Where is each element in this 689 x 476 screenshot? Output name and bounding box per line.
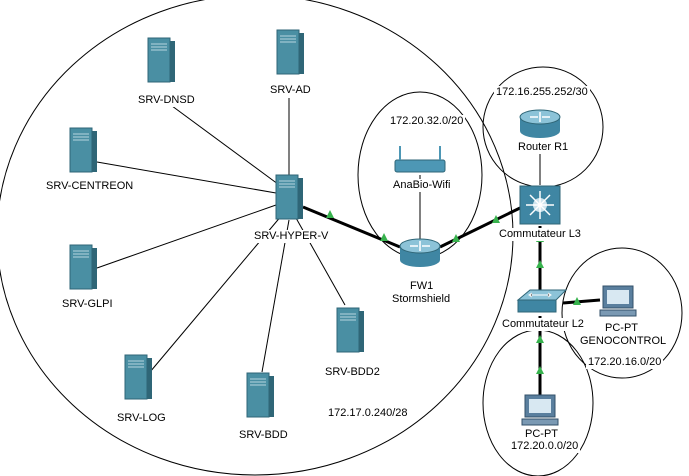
srv-dnsd-label: SRV-DNSD bbox=[136, 94, 197, 107]
router-r1-icon[interactable] bbox=[519, 109, 561, 138]
srv-ad-icon[interactable] bbox=[276, 29, 305, 75]
fw1-label-line2: Stormshield bbox=[390, 293, 453, 306]
srv-ad-label: SRV-AD bbox=[268, 84, 313, 97]
link-up-indicator bbox=[573, 297, 581, 305]
pc-network-label: 172.20.0.0/20 bbox=[509, 440, 581, 453]
link-up-indicator bbox=[326, 210, 334, 218]
geno-network-label: 172.20.16.0/20 bbox=[586, 356, 664, 369]
pc-geno-label-line2: GENOCONTROL bbox=[578, 335, 669, 348]
srv-glpi-icon[interactable] bbox=[69, 244, 98, 290]
link-up-indicator bbox=[380, 233, 388, 241]
srv-bdd-label: SRV-BDD bbox=[237, 429, 290, 442]
srv-bdd2-label: SRV-BDD2 bbox=[323, 366, 382, 379]
link-hyperv-glpi bbox=[96, 204, 277, 269]
switch-l2-icon[interactable] bbox=[516, 289, 568, 313]
srv-centreon-icon[interactable] bbox=[69, 127, 98, 173]
fw1-router-icon[interactable] bbox=[399, 238, 441, 267]
router-r1-label: Router R1 bbox=[516, 141, 571, 154]
srv-bdd2-icon[interactable] bbox=[336, 307, 365, 353]
srv-glpi-label: SRV-GLPI bbox=[60, 298, 115, 311]
srv-hyperv-icon[interactable] bbox=[275, 174, 304, 220]
srv-bdd-icon[interactable] bbox=[246, 372, 275, 418]
switch-l3-label: Commutateur L3 bbox=[497, 228, 583, 241]
srv-centreon-label: SRV-CENTREON bbox=[44, 180, 136, 193]
geno-zone-ellipse bbox=[561, 247, 683, 379]
link-up-indicator bbox=[536, 260, 544, 268]
router-network-label: 172.16.255.252/30 bbox=[494, 86, 590, 99]
srv-dnsd-icon[interactable] bbox=[147, 37, 176, 83]
wifi-network-label: 172.20.32.0/20 bbox=[388, 115, 466, 128]
fw1-label-line1: FW1 bbox=[408, 280, 436, 293]
server-network-label: 172.17.0.240/28 bbox=[326, 407, 410, 420]
link-l2-geno bbox=[562, 298, 601, 305]
pc-genocontrol-icon[interactable] bbox=[599, 285, 637, 317]
link-up-indicator bbox=[452, 234, 460, 242]
link-up-indicator bbox=[492, 215, 500, 223]
switch-l3-icon[interactable] bbox=[519, 185, 561, 225]
pc-bottom-label: PC-PT bbox=[523, 428, 560, 441]
link-hyperv-centreon bbox=[96, 161, 277, 194]
srv-log-icon[interactable] bbox=[124, 354, 153, 400]
pc-bottom-icon[interactable] bbox=[521, 394, 559, 426]
wifi-label: AnaBio-Wifi bbox=[391, 179, 453, 192]
srv-hyperv-label: SRV-HYPER-V bbox=[252, 230, 331, 243]
link-hyperv-bdd bbox=[261, 219, 290, 373]
switch-l2-label: Commutateur L2 bbox=[500, 318, 586, 331]
wifi-ap-icon[interactable] bbox=[394, 146, 446, 173]
link-up-indicator bbox=[536, 366, 544, 374]
srv-log-label: SRV-LOG bbox=[115, 412, 168, 425]
link-up-indicator bbox=[536, 335, 544, 343]
pc-geno-label-line1: PC-PT bbox=[603, 322, 640, 335]
link-hyperv-dnsd bbox=[167, 102, 287, 191]
